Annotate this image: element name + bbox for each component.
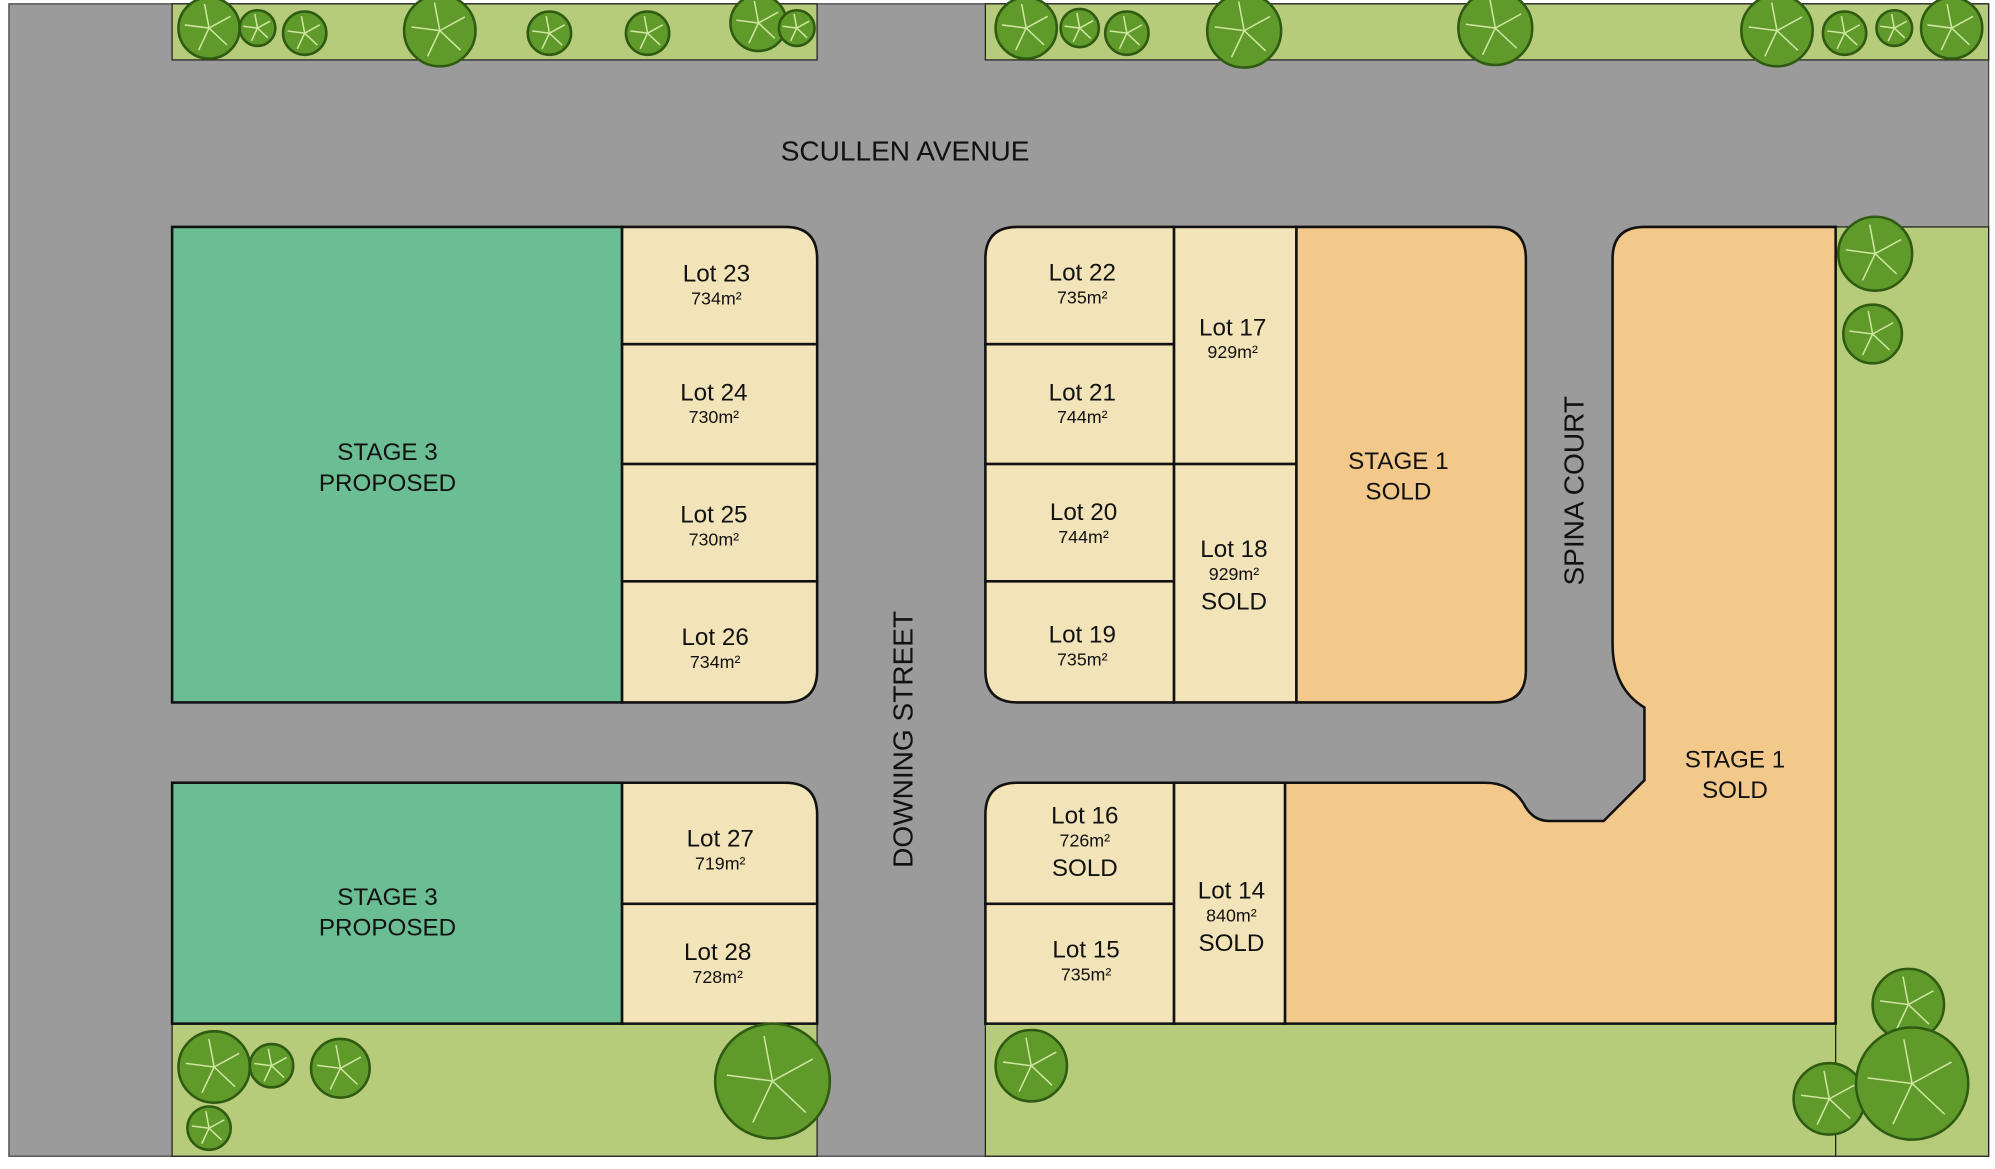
lot-name: Lot 20	[1050, 499, 1117, 526]
lot-name: Lot 21	[1049, 379, 1116, 406]
stage3-top-label: STAGE 3	[337, 439, 438, 466]
lot-area: 929m²	[1207, 342, 1258, 362]
stage1-block-status: SOLD	[1365, 479, 1431, 506]
lot-area: 728m²	[692, 967, 743, 987]
tree-icon	[1740, 0, 1814, 68]
stage1-block-label: STAGE 1	[1348, 448, 1449, 475]
lot-name: Lot 23	[683, 261, 750, 288]
lot-23[interactable]	[620, 225, 819, 346]
lot-name: Lot 28	[684, 939, 751, 966]
lot-name: Lot 19	[1049, 622, 1116, 649]
lot-area: 735m²	[1057, 287, 1108, 307]
stage3-top-parcel[interactable]	[170, 225, 624, 704]
lot-name: Lot 17	[1199, 314, 1266, 341]
lot-area: 719m²	[695, 853, 746, 873]
lot-status: SOLD	[1052, 855, 1118, 882]
lot-area: 840m²	[1206, 906, 1257, 926]
lot-21[interactable]	[984, 342, 1176, 466]
tree-icon	[1205, 0, 1283, 69]
lot-area: 735m²	[1061, 964, 1112, 984]
stage3-bottom-label: STAGE 3	[337, 884, 438, 911]
tree-icon	[1457, 0, 1534, 67]
lot-area: 734m²	[691, 289, 742, 309]
lot-area: 744m²	[1057, 407, 1108, 427]
lot-15[interactable]	[984, 902, 1176, 1025]
stage3-top-status: PROPOSED	[319, 470, 456, 497]
lot-status: SOLD	[1201, 588, 1267, 615]
lot-name: Lot 22	[1049, 259, 1116, 286]
lot-18[interactable]	[1172, 462, 1298, 704]
lot-name: Lot 27	[687, 825, 754, 852]
stage1-block-parcel[interactable]	[1295, 225, 1528, 704]
lot-14[interactable]	[1172, 781, 1287, 1025]
lot-area: 734m²	[690, 652, 741, 672]
lot-name: Lot 25	[680, 502, 747, 529]
lot-name: Lot 15	[1052, 936, 1119, 963]
stage1-lshape-label: STAGE 1	[1685, 746, 1786, 773]
road-label-downing-street: DOWNING STREET	[888, 611, 919, 868]
trees	[177, 0, 1984, 1152]
lot-area: 730m²	[689, 407, 740, 427]
stage1-lshape-status: SOLD	[1702, 777, 1768, 804]
lot-name: Lot 14	[1198, 878, 1265, 905]
lot-24[interactable]	[620, 342, 819, 466]
grass-right	[1835, 226, 1990, 1157]
tree-icon	[402, 0, 477, 68]
lot-27[interactable]	[620, 781, 819, 906]
lot-area: 730m²	[689, 530, 740, 550]
lot-area: 726m²	[1060, 830, 1111, 850]
lot-area: 744m²	[1058, 527, 1109, 547]
lot-status: SOLD	[1198, 930, 1264, 957]
road-label-spina-court: SPINA COURT	[1558, 396, 1589, 586]
stage3-bottom-parcel[interactable]	[170, 781, 624, 1025]
lot-19[interactable]	[984, 580, 1176, 704]
stage1-lshape-parcel[interactable]	[1283, 225, 1837, 1025]
grass-bottom-right	[984, 1023, 1837, 1157]
stage3-bottom-status: PROPOSED	[319, 915, 456, 942]
lot-25[interactable]	[620, 462, 819, 583]
lot-name: Lot 16	[1051, 803, 1118, 830]
road-label-scullen-avenue: SCULLEN AVENUE	[781, 136, 1030, 167]
grass-top-left	[171, 3, 818, 61]
lot-name: Lot 24	[680, 379, 747, 406]
lot-26[interactable]	[620, 580, 819, 704]
lot-28[interactable]	[620, 902, 819, 1025]
lot-area: 929m²	[1209, 564, 1260, 584]
lot-name: Lot 18	[1200, 536, 1267, 563]
lot-name: Lot 26	[681, 624, 748, 651]
lot-area: 735m²	[1057, 649, 1108, 669]
